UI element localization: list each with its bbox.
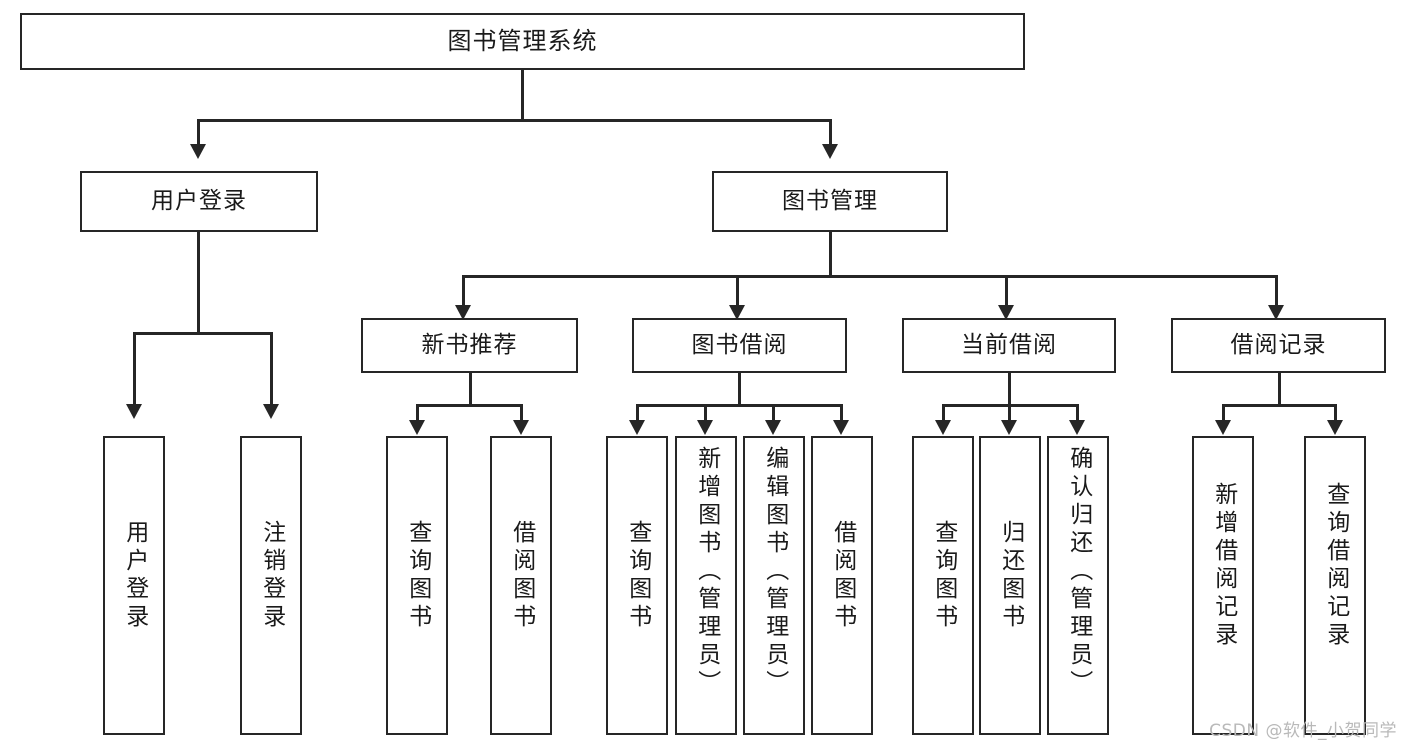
connector-borrow-record-stem	[1278, 373, 1281, 405]
leaf-label: 用户登录	[121, 520, 148, 632]
leaf-label: 编辑图书（管理员）	[761, 446, 788, 698]
connector-book-management-bar	[463, 275, 1277, 278]
leaf-book-borrow-query-book[interactable]: 查询图书	[606, 436, 668, 735]
arrowhead-new-book-recommend	[455, 305, 471, 320]
arrowhead-user-login-leaf-1	[126, 404, 142, 419]
connector-bm-to-book-borrow	[736, 275, 739, 307]
connector-book-management-stem	[829, 232, 832, 276]
arrowhead-borrow-record-leaf-2	[1327, 420, 1343, 435]
leaf-book-borrow-edit-book-admin[interactable]: 编辑图书（管理员）	[743, 436, 805, 735]
connector-bm-to-current-borrow	[1005, 275, 1008, 307]
connector-book-borrow-to-leaf-3	[772, 404, 775, 422]
leaf-label: 归还图书	[997, 520, 1024, 632]
leaf-book-borrow-borrow-book[interactable]: 借阅图书	[811, 436, 873, 735]
connector-user-login-to-leaf-1	[133, 332, 136, 406]
connector-user-login-to-leaf-2	[270, 332, 273, 406]
connector-current-borrow-stem	[1008, 373, 1011, 405]
connector-root-to-book-management	[829, 119, 832, 146]
arrowhead-borrow-record	[1268, 305, 1284, 320]
arrowhead-current-borrow-leaf-2	[1001, 420, 1017, 435]
arrowhead-book-borrow-leaf-4	[833, 420, 849, 435]
connector-book-borrow-stem	[738, 373, 741, 405]
connector-borrow-record-bar	[1223, 404, 1336, 407]
node-current-borrow[interactable]: 当前借阅	[902, 318, 1116, 373]
connector-new-book-bar	[417, 404, 522, 407]
arrowhead-current-borrow-leaf-3	[1069, 420, 1085, 435]
connector-user-login-stem	[197, 232, 200, 333]
node-label: 借阅记录	[1230, 331, 1327, 358]
leaf-label: 查询图书	[624, 520, 651, 632]
arrowhead-to-book-management	[822, 144, 838, 159]
arrowhead-user-login-leaf-2	[263, 404, 279, 419]
leaf-user-login-logout[interactable]: 注销登录	[240, 436, 302, 735]
arrowhead-to-user-login	[190, 144, 206, 159]
leaf-user-login-login[interactable]: 用户登录	[103, 436, 165, 735]
node-root-book-management-system[interactable]: 图书管理系统	[20, 13, 1025, 70]
node-label: 图书借阅	[691, 331, 788, 358]
leaf-label: 借阅图书	[829, 520, 856, 632]
leaf-label: 新增借阅记录	[1210, 482, 1237, 650]
connector-book-borrow-bar	[637, 404, 842, 407]
node-label: 图书管理系统	[447, 27, 598, 56]
connector-borrow-record-to-leaf-2	[1334, 404, 1337, 422]
arrowhead-book-borrow-leaf-3	[765, 420, 781, 435]
connector-current-borrow-to-leaf-2	[1008, 404, 1011, 422]
leaf-label: 确认归还（管理员）	[1065, 446, 1092, 698]
leaf-label: 注销登录	[258, 520, 285, 632]
connector-new-book-stem	[469, 373, 472, 405]
node-label: 图书管理	[782, 187, 878, 214]
connector-book-borrow-to-leaf-4	[840, 404, 843, 422]
arrowhead-new-book-leaf-2	[513, 420, 529, 435]
leaf-new-book-borrow-book[interactable]: 借阅图书	[490, 436, 552, 735]
connector-current-borrow-bar	[943, 404, 1078, 407]
leaf-current-borrow-query-book[interactable]: 查询图书	[912, 436, 974, 735]
arrowhead-borrow-record-leaf-1	[1215, 420, 1231, 435]
connector-new-book-to-leaf-1	[416, 404, 419, 422]
leaf-label: 查询借阅记录	[1322, 482, 1349, 650]
leaf-borrow-record-query-record[interactable]: 查询借阅记录	[1304, 436, 1366, 735]
arrowhead-book-borrow-leaf-1	[629, 420, 645, 435]
leaf-label: 查询图书	[930, 520, 957, 632]
arrowhead-current-borrow	[998, 305, 1014, 320]
leaf-label: 新增图书（管理员）	[693, 446, 720, 698]
connector-book-borrow-to-leaf-1	[636, 404, 639, 422]
arrowhead-book-borrow	[729, 305, 745, 320]
leaf-current-borrow-return-book[interactable]: 归还图书	[979, 436, 1041, 735]
connector-bm-to-borrow-record	[1275, 275, 1278, 307]
node-label: 用户登录	[151, 187, 247, 214]
node-label: 新书推荐	[421, 331, 518, 358]
node-borrow-record[interactable]: 借阅记录	[1171, 318, 1386, 373]
leaf-new-book-query-book[interactable]: 查询图书	[386, 436, 448, 735]
arrowhead-book-borrow-leaf-2	[697, 420, 713, 435]
connector-book-borrow-to-leaf-2	[704, 404, 707, 422]
node-book-management[interactable]: 图书管理	[712, 171, 948, 232]
node-user-login[interactable]: 用户登录	[80, 171, 318, 232]
connector-root-to-user-login	[197, 119, 200, 146]
leaf-book-borrow-add-book-admin[interactable]: 新增图书（管理员）	[675, 436, 737, 735]
connector-root-bar	[198, 119, 830, 122]
arrowhead-new-book-leaf-1	[409, 420, 425, 435]
leaf-borrow-record-add-record[interactable]: 新增借阅记录	[1192, 436, 1254, 735]
node-book-borrow[interactable]: 图书借阅	[632, 318, 847, 373]
arrowhead-current-borrow-leaf-1	[935, 420, 951, 435]
connector-root-stem	[521, 70, 524, 120]
connector-borrow-record-to-leaf-1	[1222, 404, 1225, 422]
connector-new-book-to-leaf-2	[520, 404, 523, 422]
connector-current-borrow-to-leaf-1	[942, 404, 945, 422]
leaf-label: 借阅图书	[508, 520, 535, 632]
node-new-book-recommend[interactable]: 新书推荐	[361, 318, 578, 373]
connector-user-login-bar	[134, 332, 272, 335]
leaf-current-borrow-confirm-return-admin[interactable]: 确认归还（管理员）	[1047, 436, 1109, 735]
connector-bm-to-new-book	[462, 275, 465, 307]
node-label: 当前借阅	[961, 331, 1057, 358]
leaf-label: 查询图书	[404, 520, 431, 632]
connector-current-borrow-to-leaf-3	[1076, 404, 1079, 422]
